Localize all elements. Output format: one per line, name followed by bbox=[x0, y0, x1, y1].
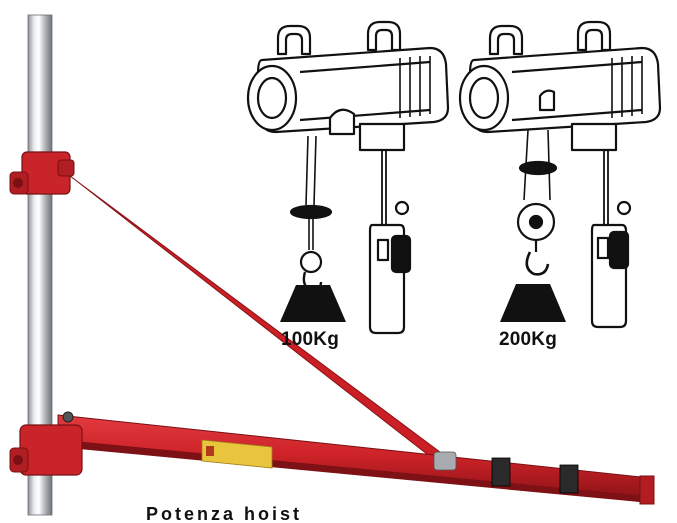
electric-hoist-icon bbox=[458, 20, 662, 201]
capacity-label-200kg: 200Kg bbox=[499, 329, 558, 350]
bottom-caption: Potenza hoist bbox=[146, 503, 446, 523]
swing-arm-icon bbox=[57, 414, 655, 505]
capacity-label-100kg: 100Kg bbox=[281, 329, 340, 350]
weight-block-icon bbox=[280, 285, 346, 322]
pulley-hook-icon bbox=[516, 150, 632, 329]
upper-clamp-icon bbox=[9, 151, 75, 195]
weight-block-icon bbox=[500, 284, 566, 322]
lower-clamp-icon bbox=[9, 411, 83, 476]
bottom-caption-text: Potenza hoist bbox=[146, 504, 303, 523]
electric-hoist-icon bbox=[246, 20, 450, 335]
